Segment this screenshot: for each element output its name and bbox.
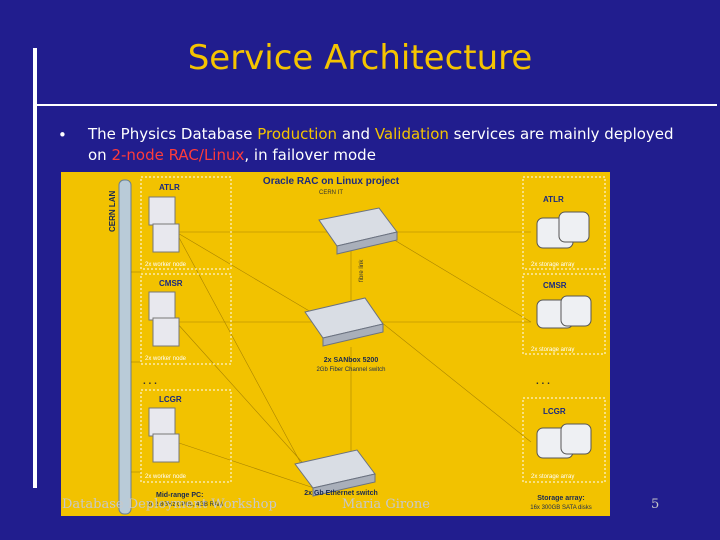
bullet-text: The Physics Database Production and Vali…	[88, 124, 688, 166]
group-caption: 2x worker node	[145, 474, 187, 480]
switch-middle	[304, 297, 384, 347]
server-icon	[148, 407, 176, 437]
slide-title: Service Architecture	[187, 38, 533, 78]
storage-label-detail: 16x 300GB SATA disks	[530, 505, 591, 511]
validation-highlight: Validation	[374, 125, 449, 143]
diagram-title: Oracle RAC on Linux project	[263, 176, 400, 187]
san-switch-detail: 2Gb Fiber Channel switch	[316, 367, 385, 373]
diagram-subtitle: CERN IT	[319, 190, 343, 196]
production-highlight: Production	[257, 125, 338, 143]
footer-center: Maria Girone	[342, 497, 430, 512]
ellipsis-left: . . .	[143, 376, 157, 387]
text-part: The Physics Database	[88, 125, 258, 143]
group-caption: 2x storage array	[531, 262, 574, 268]
eth-switch-label: 2x Gb Ethernet switch	[304, 490, 378, 497]
group-caption: 2x storage array	[531, 474, 574, 480]
right-group-atlr: ATLR 2x storage array	[522, 176, 606, 270]
fibre-label: fibre link	[359, 259, 365, 282]
group-caption: 2x worker node	[145, 262, 187, 268]
storage-icon	[560, 295, 592, 327]
group-label: LCGR	[159, 395, 182, 404]
storage-label: Storage array:	[537, 495, 584, 502]
storage-icon	[560, 423, 592, 455]
left-group-lcgr: LCGR 2x worker node	[140, 389, 232, 483]
text-part: and	[337, 125, 375, 143]
connection-lines	[131, 231, 532, 493]
group-label: LCGR	[543, 407, 566, 416]
group-label: ATLR	[159, 183, 180, 192]
server-icon	[152, 433, 180, 463]
switch-top	[318, 207, 398, 255]
lan-pipe	[118, 179, 132, 515]
group-caption: 2x worker node	[145, 356, 187, 362]
ellipsis-right: . . .	[536, 376, 550, 387]
switch-bottom	[294, 449, 376, 497]
group-caption: 2x storage array	[531, 347, 574, 353]
title-rule	[37, 104, 717, 106]
right-group-lcgr: LCGR 2x storage array	[522, 397, 606, 483]
server-icon	[152, 223, 180, 253]
san-switch-label: 2x SANbox 5200	[324, 357, 379, 364]
pc-label-detail: 2x 2.8GHz CPUs, 4GB RAM	[147, 502, 223, 508]
left-rule	[33, 48, 37, 488]
rac-highlight: 2-node RAC/Linux	[111, 146, 245, 164]
text-part: , in failover mode	[244, 146, 376, 164]
server-icon	[148, 291, 176, 321]
right-group-cmsr: CMSR 2x storage array	[522, 273, 606, 355]
storage-icon	[558, 211, 590, 243]
bullet-dot: •	[58, 126, 67, 144]
page-number: 5	[651, 497, 660, 512]
group-label: CMSR	[543, 281, 567, 290]
footer-left: Database Deployment Workshop	[62, 497, 277, 512]
left-group-cmsr: CMSR 2x worker node	[140, 273, 232, 365]
server-icon	[152, 317, 180, 347]
architecture-diagram: CERN LAN Oracle RAC on Linux project CER…	[61, 172, 610, 516]
pc-label: Mid-range PC:	[156, 492, 203, 499]
group-label: ATLR	[543, 195, 564, 204]
server-icon	[148, 196, 176, 226]
lan-label: CERN LAN	[108, 190, 117, 232]
group-label: CMSR	[159, 279, 183, 288]
left-group-atlr: ATLR 2x worker node	[140, 176, 232, 270]
text-part: services are mainly deployed on	[88, 125, 674, 164]
